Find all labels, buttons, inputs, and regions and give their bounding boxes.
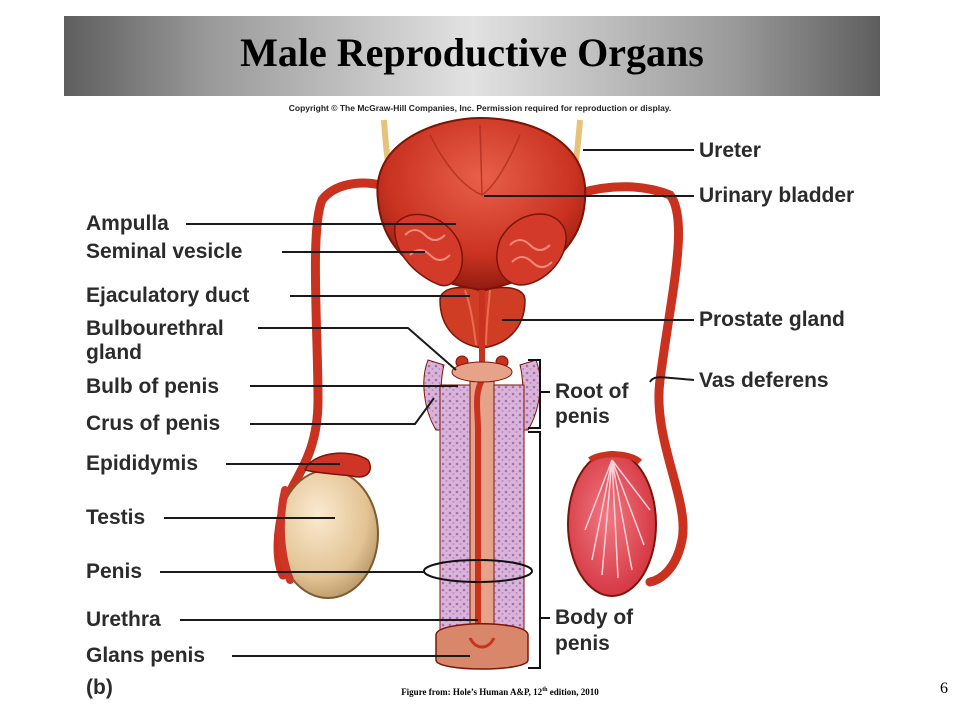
label-bulb-of-penis: Bulb of penis <box>86 375 219 398</box>
body-bracket <box>528 431 541 669</box>
corpus-cavernosum-left <box>439 384 471 651</box>
label-prostate-gland: Prostate gland <box>699 308 845 331</box>
label-urinary-bladder: Urinary bladder <box>699 184 855 207</box>
title-bar: Male Reproductive Organs <box>64 16 880 96</box>
label-root-line2: penis <box>555 405 610 428</box>
label-epididymis: Epididymis <box>86 452 199 475</box>
root-bracket <box>528 359 541 429</box>
vas-deferens-right <box>487 182 688 587</box>
label-vas-deferens: Vas deferens <box>699 369 829 392</box>
epididymis-left <box>303 452 372 478</box>
label-bulbourethral-line1: Bulbourethral <box>86 317 224 340</box>
label-ureter: Ureter <box>699 139 761 162</box>
label-crus-of-penis: Crus of penis <box>86 412 221 435</box>
figure-caption: Figure from: Hole’s Human A&P, 12th edit… <box>0 687 960 697</box>
label-testis: Testis <box>86 506 146 529</box>
leader-lines <box>160 149 695 657</box>
page-number: 6 <box>940 680 948 697</box>
caption-pre: Figure from: Hole’s Human A&P, 12 <box>401 687 543 697</box>
label-body-line2: penis <box>555 632 610 655</box>
copyright-notice: Copyright © The McGraw-Hill Companies, I… <box>288 103 672 113</box>
label-bulbourethral-line2: gland <box>86 341 142 364</box>
label-penis: Penis <box>86 560 143 583</box>
caption-sup: th <box>542 687 548 693</box>
bulb-of-penis <box>451 361 513 383</box>
label-body-line1: Body of <box>555 606 634 629</box>
label-ejaculatory-duct: Ejaculatory duct <box>86 284 250 307</box>
seminal-vesicle-right <box>496 213 567 286</box>
label-glans-penis: Glans penis <box>86 644 206 667</box>
slide-title: Male Reproductive Organs <box>240 29 704 75</box>
seminal-vesicle-left <box>394 213 464 287</box>
corpus-spongiosum <box>469 379 495 651</box>
label-seminal-vesicle: Seminal vesicle <box>86 240 243 263</box>
corpus-cavernosum-right <box>493 384 525 651</box>
label-ampulla: Ampulla <box>86 212 169 235</box>
label-root-line1: Root of <box>555 380 629 403</box>
label-part-b: (b) <box>86 676 113 699</box>
caption-post: edition, 2010 <box>547 687 599 697</box>
label-urethra: Urethra <box>86 608 161 631</box>
